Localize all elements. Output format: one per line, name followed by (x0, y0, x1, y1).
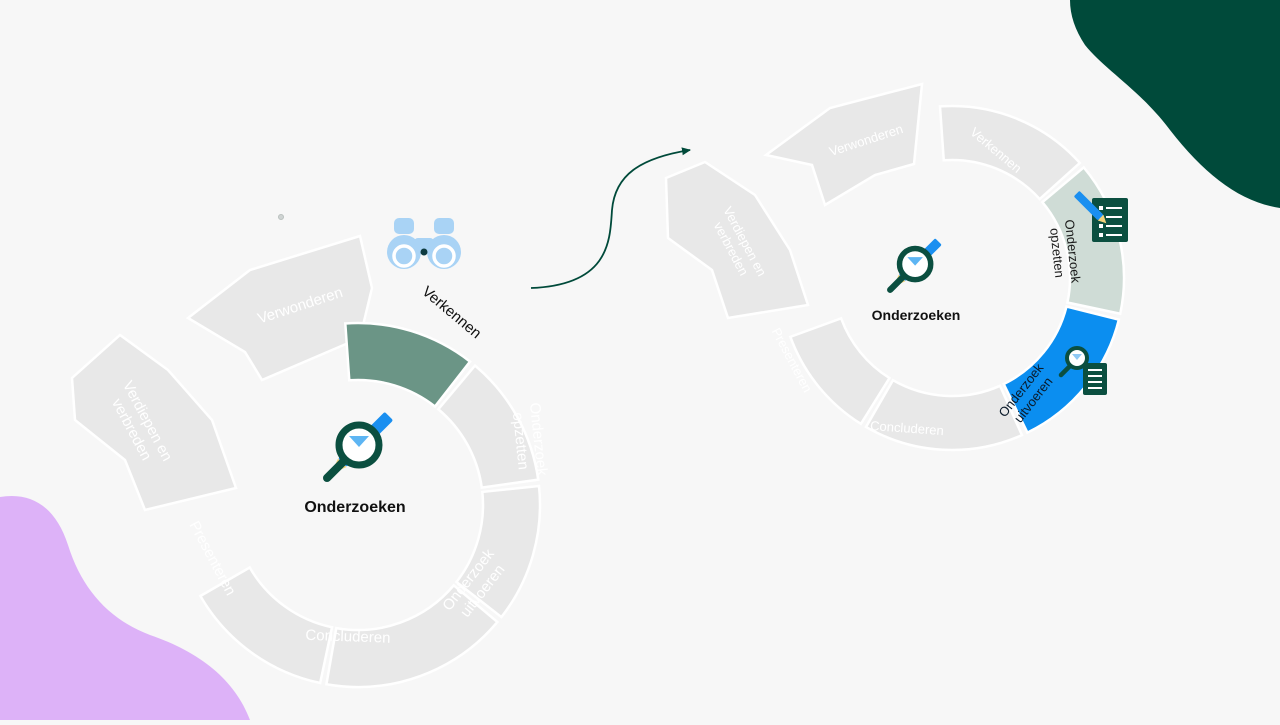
research-magnifier-pencil-icon (323, 412, 393, 482)
label-concluderen-line: Concluderen (870, 418, 945, 438)
transition-arrow (530, 147, 691, 289)
right-segments (664, 82, 1126, 452)
purple-corner-blob (0, 495, 250, 720)
label-onderzoek-opzetten: Onderzoekopzetten (508, 402, 551, 479)
label-presenteren-line: Presenteren (186, 518, 239, 598)
segment-verwonderen (185, 234, 374, 382)
segment-verkennen (938, 104, 1082, 201)
label-onderzoek-opzetten-line: opzetten (1047, 227, 1067, 278)
segment-concluderen (864, 378, 1024, 452)
label-presenteren: Presenteren (186, 518, 239, 598)
label-onderzoek-opzetten-line: Onderzoek (1062, 219, 1084, 284)
segment-presenteren (198, 565, 334, 685)
segment-concluderen (324, 583, 500, 689)
right-center-title: Onderzoeken (872, 307, 961, 323)
label-onderzoek-opzetten-line: opzetten (509, 412, 532, 471)
segment-onderzoek-opzetten (436, 363, 540, 490)
label-concluderen: Concluderen (870, 418, 945, 438)
binoculars-icon (387, 218, 461, 269)
research-magnifier-pencil-icon (887, 238, 942, 293)
segment-presenteren (788, 316, 892, 426)
segment-verdiepen-en-verbreden (70, 333, 238, 512)
label-verkennen: Verkennen (419, 283, 485, 342)
segment-verkennen (343, 321, 472, 409)
segment-verdiepen-en-verbreden (664, 160, 810, 320)
label-concluderen: Concluderen (305, 627, 391, 647)
segment-onderzoek-uitvoeren (1002, 305, 1121, 435)
dark-green-corner-blob (1070, 0, 1280, 208)
left-segments (70, 234, 542, 689)
magnifier-document-icon (1058, 346, 1107, 395)
label-onderzoek-opzetten: Onderzoekopzetten (1046, 219, 1083, 286)
segment-verwonderen (763, 82, 924, 207)
decorative-dot (278, 214, 284, 220)
segment-onderzoek-uitvoeren (454, 484, 542, 619)
checklist-pencil-icon (1074, 191, 1128, 242)
label-verkennen-line: Verkennen (419, 283, 485, 342)
label-concluderen-line: Concluderen (305, 627, 391, 647)
left-center-title: Onderzoeken (304, 499, 405, 516)
